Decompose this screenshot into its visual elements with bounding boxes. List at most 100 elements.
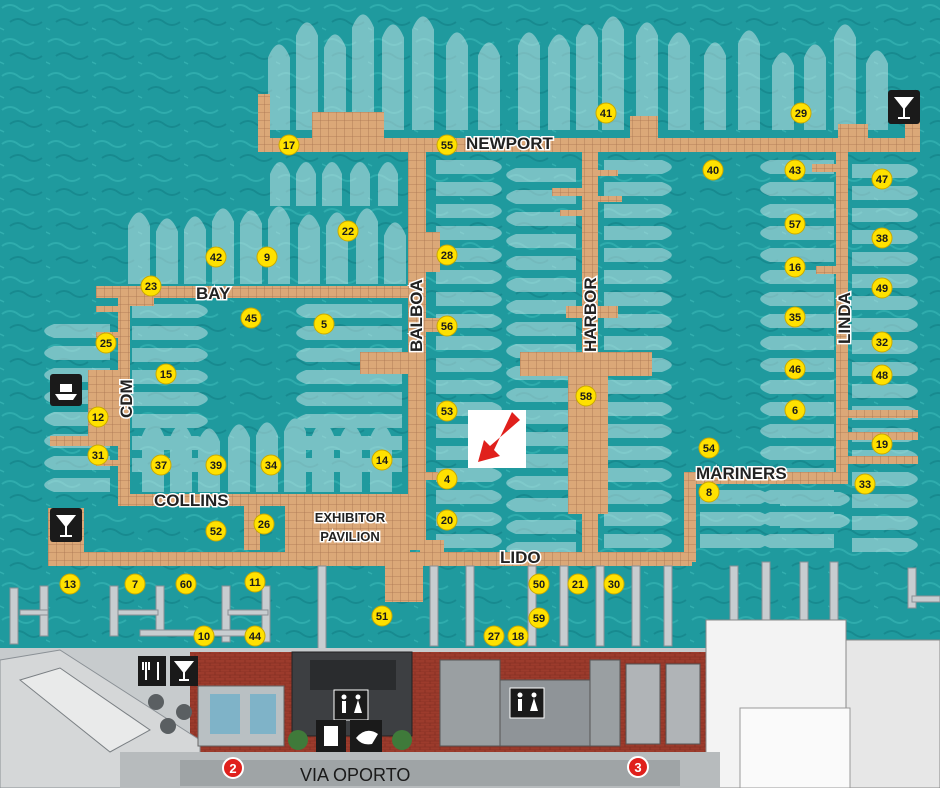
slip-number: 37 <box>155 460 167 472</box>
slip-marker: 54 <box>698 437 720 459</box>
slip-number: 8 <box>706 487 712 499</box>
slip-marker: 53 <box>436 400 458 422</box>
boat-silhouette <box>604 292 672 306</box>
slip-number: 13 <box>64 579 76 591</box>
slip-marker: 6 <box>784 399 806 421</box>
boat-silhouette <box>296 162 316 206</box>
slip-number: 28 <box>441 250 453 262</box>
boat-silhouette <box>604 490 672 504</box>
brochure-icon <box>316 720 346 752</box>
slip-number: 15 <box>160 369 172 381</box>
slip-number: 31 <box>92 450 104 462</box>
dock-label-collins: COLLINS <box>154 491 229 510</box>
svg-text:2: 2 <box>229 761 236 776</box>
slip-marker: 11 <box>244 571 266 593</box>
boat-silhouette <box>268 206 290 284</box>
boat-silhouette <box>132 326 208 340</box>
boat-silhouette <box>518 32 540 130</box>
boat-silhouette <box>780 492 850 506</box>
slip-marker: 35 <box>784 306 806 328</box>
boat-silhouette <box>760 336 834 350</box>
slip-number: 34 <box>265 460 278 472</box>
slip-number: 51 <box>376 611 388 623</box>
slip-number: 54 <box>703 443 716 455</box>
slip-number: 9 <box>264 252 270 264</box>
boat-silhouette <box>604 446 672 460</box>
boat-silhouette <box>506 212 576 226</box>
slip-marker: 20 <box>436 509 458 531</box>
boat-silhouette <box>412 16 434 130</box>
boat-silhouette <box>604 380 672 394</box>
boat-silhouette <box>604 270 672 284</box>
slip-number: 6 <box>792 405 798 417</box>
boat-silhouette <box>132 304 208 318</box>
slip-marker: 30 <box>603 573 625 595</box>
boat-silhouette <box>44 478 111 492</box>
boat-silhouette <box>604 314 672 328</box>
slip-marker: 46 <box>784 358 806 380</box>
boat-silhouette <box>852 516 918 530</box>
boat-silhouette <box>436 270 502 284</box>
slip-marker: 4 <box>436 468 458 490</box>
slip-marker: 37 <box>150 454 172 476</box>
exhibitor-pavilion <box>285 494 410 556</box>
slip-marker: 12 <box>87 406 109 428</box>
boat-silhouette <box>604 534 672 548</box>
dock-label-harbor: HARBOR <box>581 277 600 352</box>
boat-silhouette <box>184 216 206 284</box>
dock-balboa <box>408 140 426 550</box>
boat-silhouette <box>212 208 234 284</box>
boat-silhouette <box>436 204 502 218</box>
slip-marker: 14 <box>371 449 393 471</box>
slip-number: 56 <box>441 321 453 333</box>
slip-marker: 18 <box>507 625 529 647</box>
slip-marker: 57 <box>784 213 806 235</box>
slip-number: 26 <box>258 519 270 531</box>
slip-marker: 58 <box>575 385 597 407</box>
boat-silhouette <box>604 336 672 350</box>
slip-marker: 45 <box>240 307 262 329</box>
boat-silhouette <box>852 296 918 310</box>
boat-silhouette <box>604 226 672 240</box>
slip-marker: 44 <box>244 625 266 647</box>
slip-marker: 15 <box>155 363 177 385</box>
dock-linda <box>836 140 848 484</box>
slip-number: 21 <box>572 579 584 591</box>
boat-silhouette <box>436 490 502 504</box>
cocktail-icon <box>170 656 198 686</box>
boat-silhouette <box>760 424 834 438</box>
boat-silhouette <box>852 186 918 200</box>
hand-icon <box>350 720 382 752</box>
slip-marker: 22 <box>337 220 359 242</box>
boat-silhouette <box>780 514 850 528</box>
slip-number: 48 <box>876 370 888 382</box>
slip-number: 43 <box>789 165 801 177</box>
boat-silhouette <box>852 494 918 508</box>
slip-marker: 60 <box>175 573 197 595</box>
boat-silhouette <box>760 204 834 218</box>
boat-silhouette <box>760 182 834 196</box>
ferry-icon <box>50 374 82 406</box>
boat-silhouette <box>700 534 770 548</box>
dock-label-balboa: BALBOA <box>407 279 426 352</box>
boat-silhouette <box>132 392 208 406</box>
slip-marker: 10 <box>193 625 215 647</box>
boat-silhouette <box>700 512 770 526</box>
boat-silhouette <box>322 162 342 206</box>
slip-number: 38 <box>876 233 888 245</box>
slip-marker: 9 <box>256 246 278 268</box>
dock-label-newport: NEWPORT <box>466 134 554 153</box>
restaurant-icon <box>138 656 166 686</box>
slip-marker: 34 <box>260 454 282 476</box>
boat-silhouette <box>436 534 502 548</box>
boat-silhouette <box>852 208 918 222</box>
restroom-icon <box>509 687 545 719</box>
boat-silhouette <box>436 226 502 240</box>
slip-number: 55 <box>441 140 453 152</box>
boat-silhouette <box>668 32 690 130</box>
slip-marker: 47 <box>871 168 893 190</box>
boat-silhouette <box>478 42 500 130</box>
slip-number: 20 <box>441 515 453 527</box>
slip-marker: 59 <box>528 607 550 629</box>
